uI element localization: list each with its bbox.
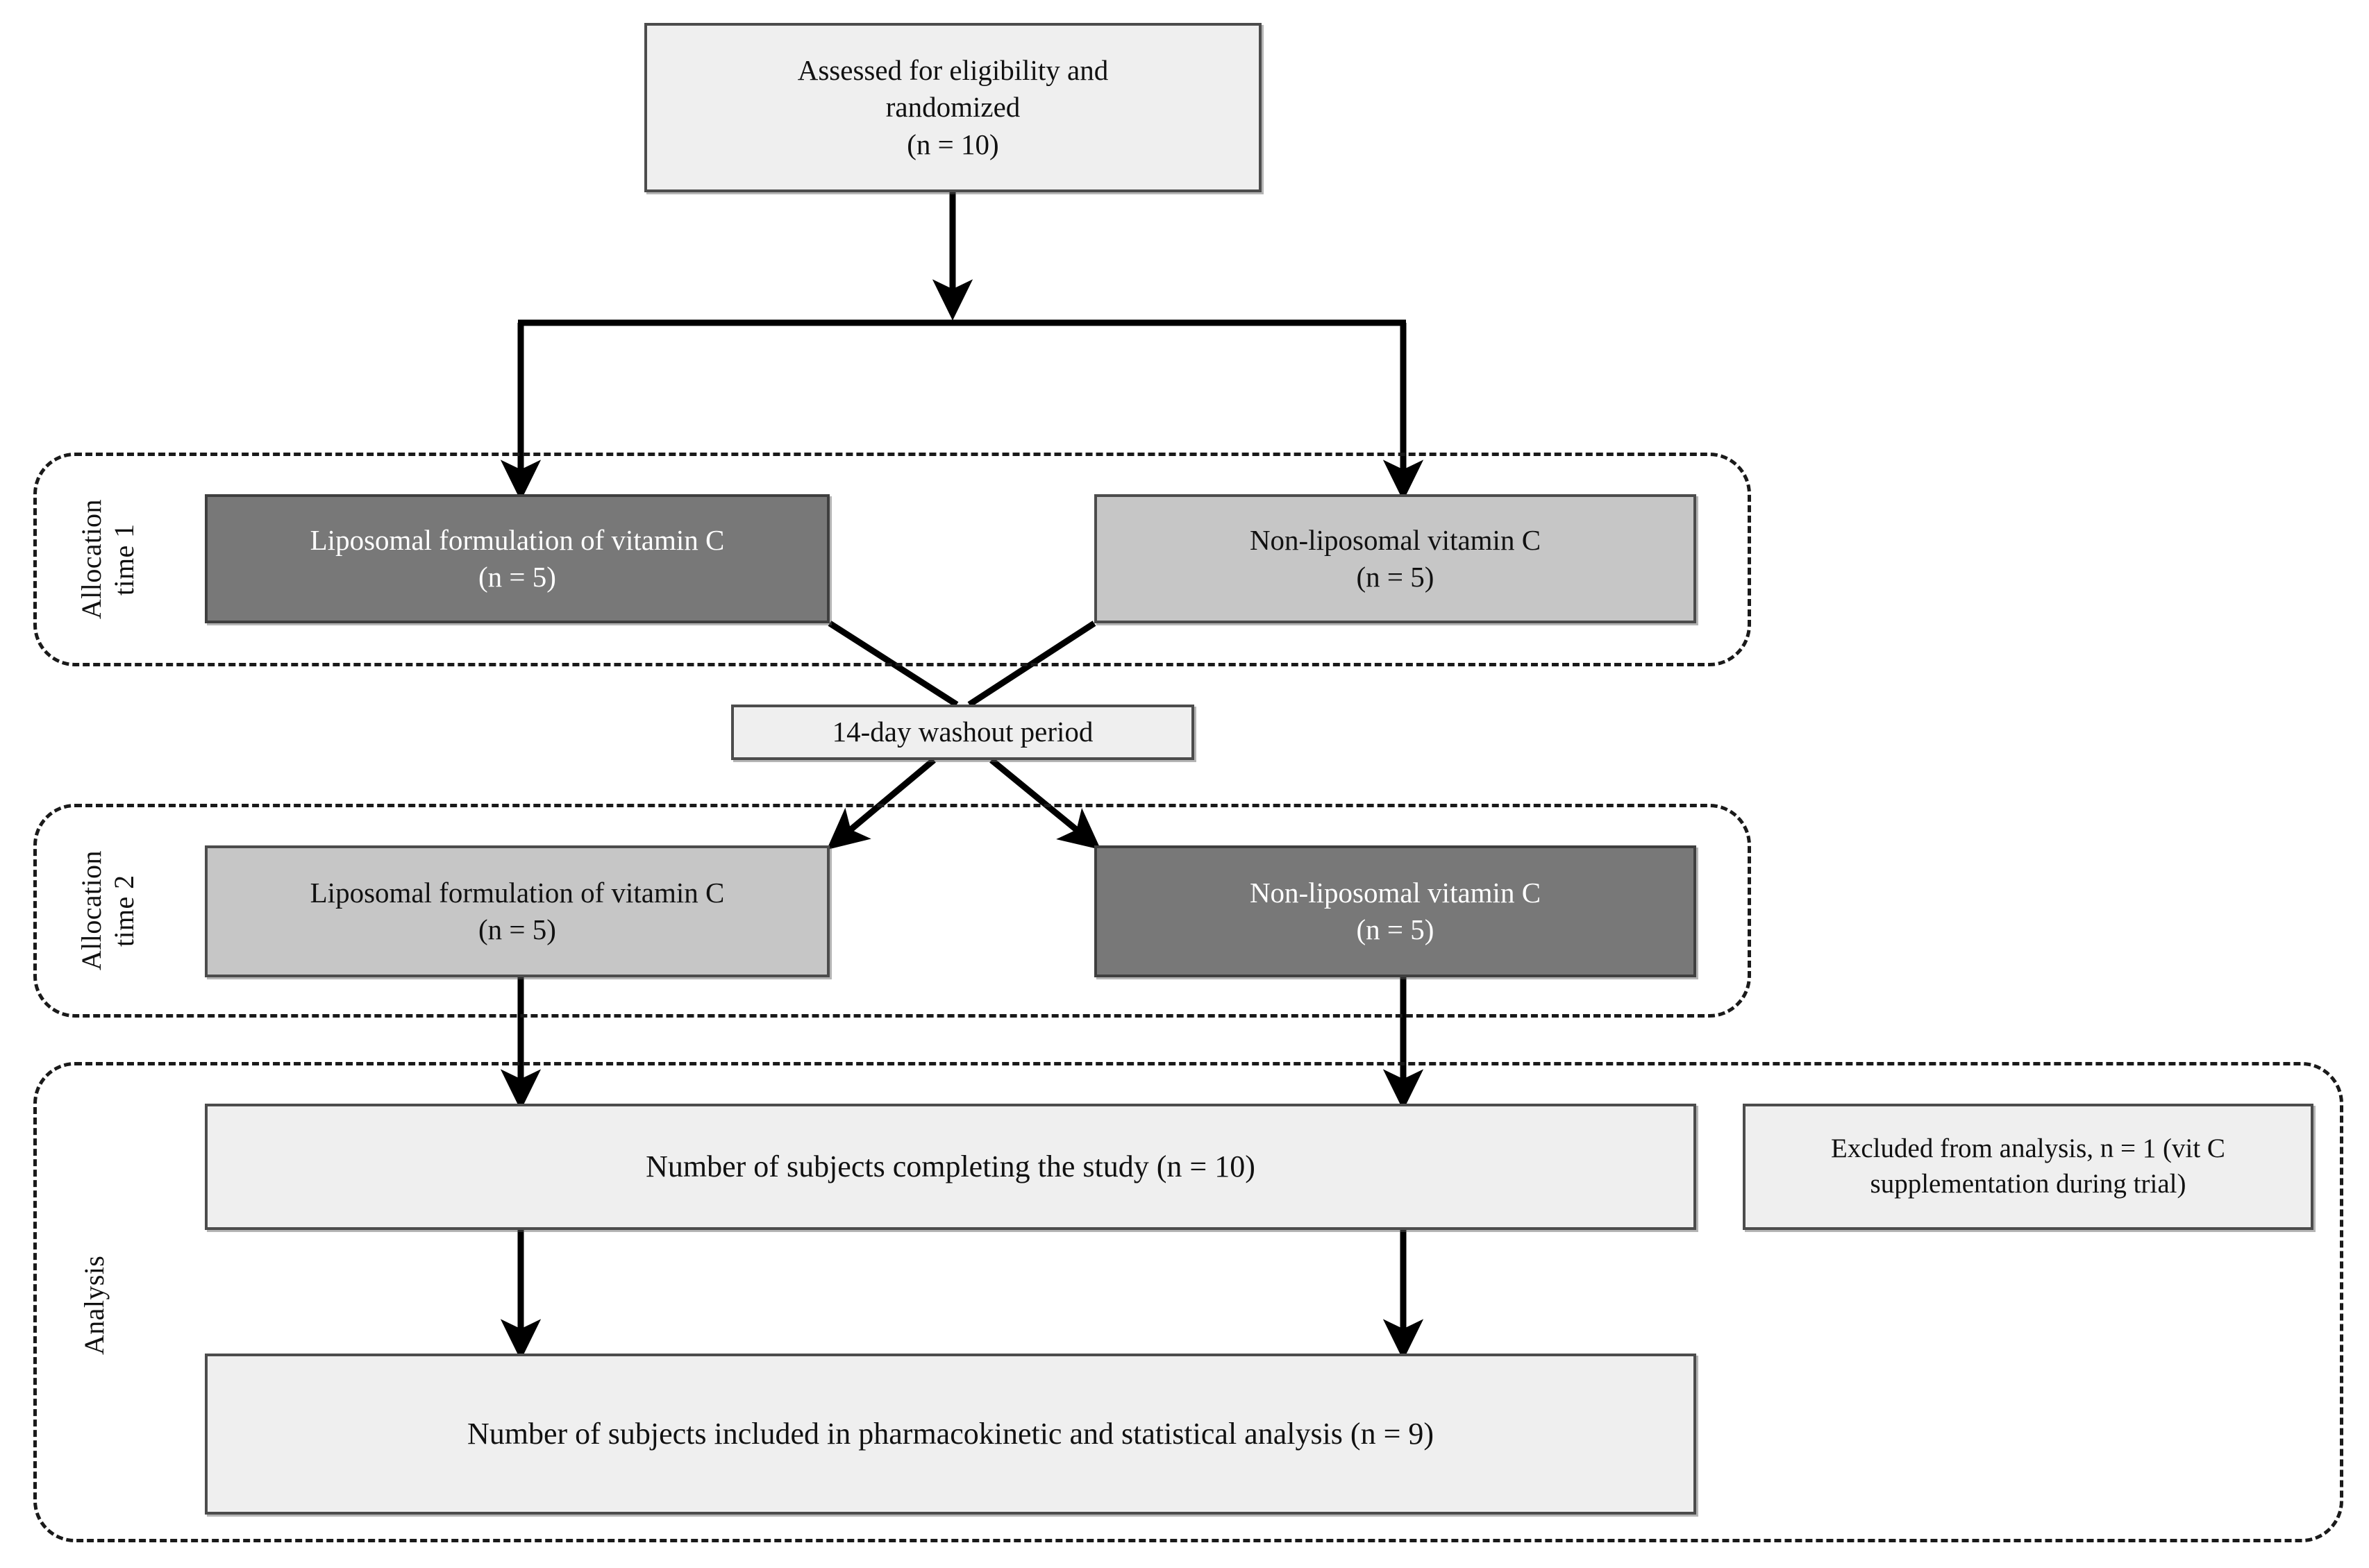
group-label-analysis: Analysis: [78, 1255, 110, 1355]
node-washout-period: 14-day washout period: [731, 705, 1194, 760]
group-label-allocation-time-1: Allocation time 1: [76, 499, 140, 620]
node-allocation1-non-liposomal: Non-liposomal vitamin C (n = 5): [1094, 494, 1696, 623]
node-allocation1-liposomal: Liposomal formulation of vitamin C (n = …: [205, 494, 830, 623]
node-allocation2-liposomal: Liposomal formulation of vitamin C (n = …: [205, 845, 830, 977]
node-subjects-completing: Number of subjects completing the study …: [205, 1104, 1696, 1230]
node-allocation2-non-liposomal: Non-liposomal vitamin C (n = 5): [1094, 845, 1696, 977]
group-label-allocation-time-2: Allocation time 2: [76, 850, 140, 971]
node-excluded-from-analysis: Excluded from analysis, n = 1 (vit C sup…: [1743, 1104, 2313, 1230]
node-subjects-included: Number of subjects included in pharmacok…: [205, 1354, 1696, 1515]
group-allocation-time-1: [33, 453, 1751, 666]
group-analysis: [33, 1062, 2343, 1542]
node-enrollment: Assessed for eligibility and randomized …: [644, 23, 1262, 192]
group-allocation-time-2: [33, 804, 1751, 1018]
